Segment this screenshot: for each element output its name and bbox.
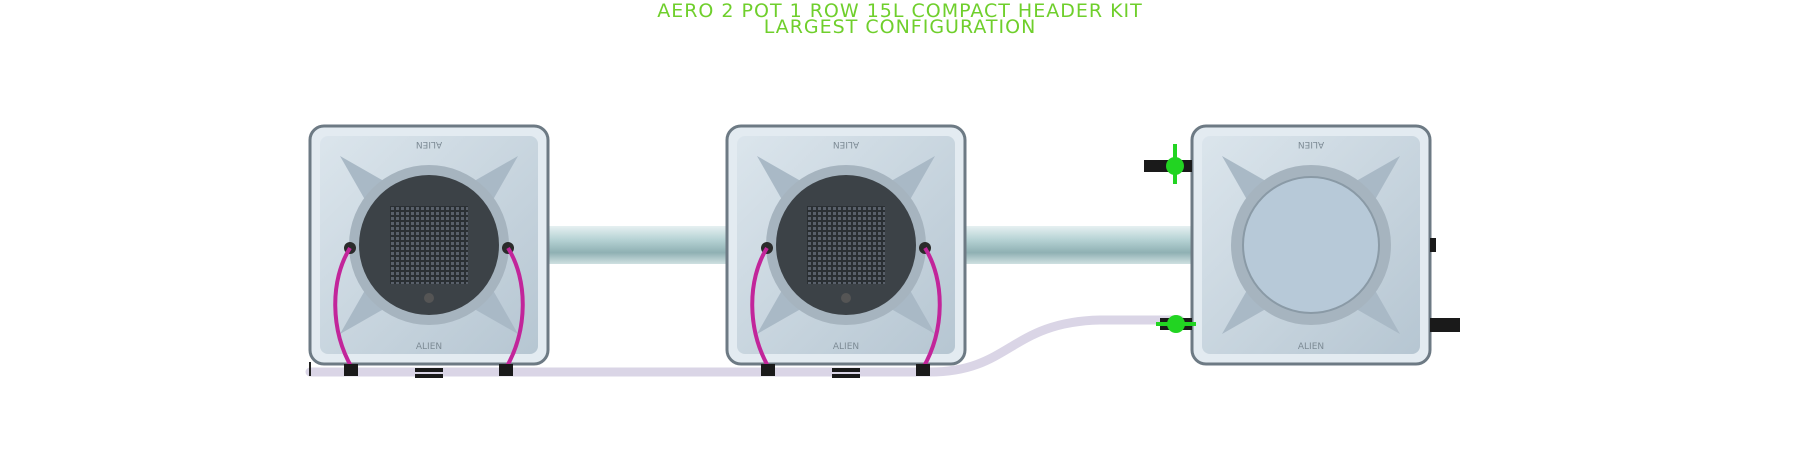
foot-bar [415,374,443,378]
foot [499,364,513,376]
foot-bar [415,368,443,372]
header-tank: ALIEN ALIEN [1190,124,1432,366]
net-pot-mesh [807,206,885,284]
diagram-title-line-2: LARGEST CONFIGURATION [763,16,1037,38]
hose-end-marker [309,362,311,376]
tank-lid [1242,176,1380,314]
valve-bottom [1156,315,1196,333]
tank-outlet-small [1430,238,1436,252]
foot-bar [832,368,860,372]
header-pipe-1 [540,226,730,264]
brand-top: ALIEN [1298,139,1324,149]
diagram-title-line-1: AERO 2 POT 1 ROW 15L COMPACT HEADER KIT [657,0,1143,22]
foot-bar [832,374,860,378]
brand-top: ALIEN [416,139,442,149]
drip-line-2b [921,246,942,370]
net-pot-mesh [390,206,468,284]
drip-line-1b [504,246,525,370]
grow-pot-1: ALIEN ALIEN [308,124,550,366]
brand-bottom: ALIEN [833,342,859,352]
brand-bottom: ALIEN [416,342,442,352]
tank-outlet-pipe [1430,318,1460,332]
brand-top: ALIEN [833,139,859,149]
foot [344,364,358,376]
brand-bottom: ALIEN [1298,342,1324,352]
valve-top [1144,144,1192,184]
foot [761,364,775,376]
return-hose [305,315,1185,377]
foot [916,364,930,376]
drip-line-2a [750,246,771,370]
grow-pot-2: ALIEN ALIEN [725,124,967,366]
header-pipe-2 [958,226,1198,264]
drip-line-1a [333,246,354,370]
